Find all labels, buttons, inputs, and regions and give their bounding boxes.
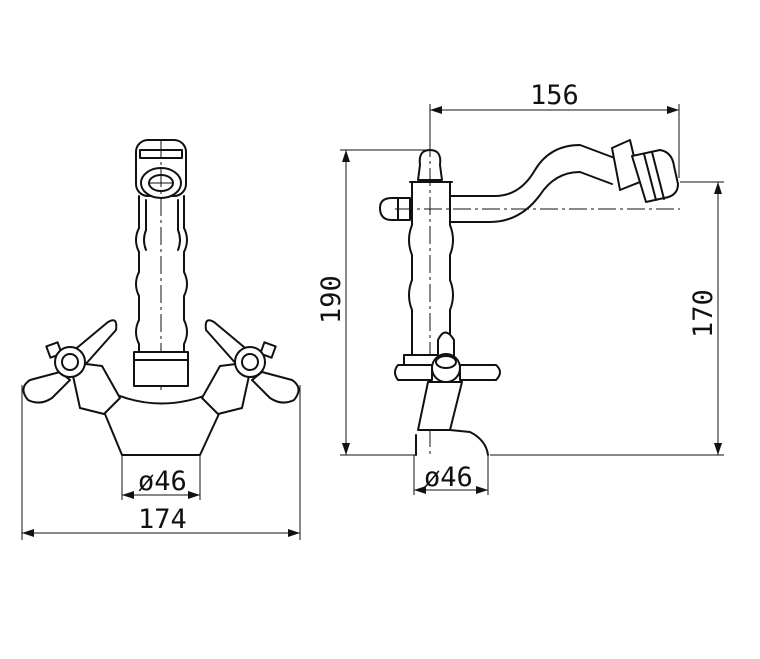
front-base-diameter-label: ø46 [138, 466, 187, 497]
side-spout-height-label: 170 [688, 289, 719, 338]
front-left-handle [22, 319, 121, 415]
side-spout [395, 139, 680, 223]
side-spout-reach-dimension: 156 [429, 80, 680, 178]
side-column [408, 110, 454, 458]
side-base-diameter-dimension: ø46 [413, 455, 489, 495]
side-spout-height-dimension: 170 [490, 181, 724, 456]
front-base-diameter-dimension: ø46 [121, 455, 201, 500]
side-total-height-dimension: 190 [316, 149, 425, 456]
front-right-handle [201, 319, 300, 415]
front-column [133, 140, 189, 390]
front-view: ø46 174 [21, 139, 301, 540]
side-handle [394, 331, 501, 456]
side-spout-reach-label: 156 [530, 80, 579, 111]
front-total-width-dimension: 174 [21, 385, 301, 540]
side-total-height-label: 190 [316, 275, 347, 324]
side-view: 156 190 170 ø46 [316, 80, 724, 495]
side-base-diameter-label: ø46 [424, 462, 473, 493]
front-total-width-label: 174 [138, 504, 187, 535]
